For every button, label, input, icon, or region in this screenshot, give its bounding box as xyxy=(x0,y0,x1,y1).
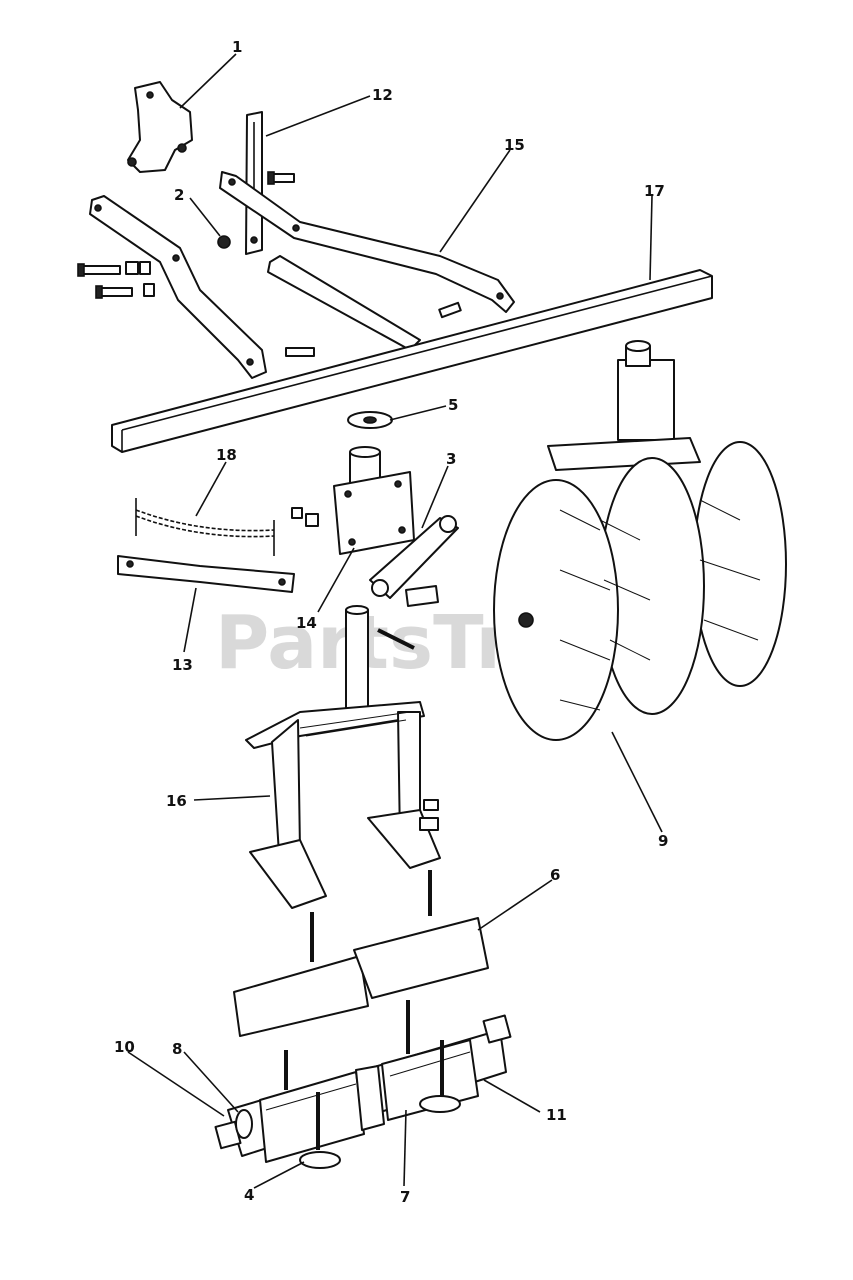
right-end-nut[interactable] xyxy=(482,1014,512,1044)
callout-9: 9 xyxy=(658,832,668,850)
callout-8: 8 xyxy=(172,1040,182,1058)
callout-10: 10 xyxy=(114,1038,135,1056)
part-18-chain[interactable] xyxy=(135,498,275,556)
part-2-nut[interactable] xyxy=(217,235,231,249)
part-11-toolbar[interactable] xyxy=(227,1000,507,1169)
part-1-bracket[interactable] xyxy=(127,81,193,173)
callout-1: 1 xyxy=(232,38,242,56)
part-8-washer[interactable] xyxy=(235,1109,253,1139)
callout-11: 11 xyxy=(546,1106,567,1124)
callout-18: 18 xyxy=(216,446,237,464)
part-strut-lower[interactable] xyxy=(267,255,421,351)
leader-lines xyxy=(127,53,663,1189)
nuts-mid[interactable] xyxy=(291,507,319,527)
part-9-disc-gang[interactable] xyxy=(493,340,787,741)
callout-6: 6 xyxy=(550,866,560,884)
callout-17: 17 xyxy=(644,182,665,200)
part-15-brace[interactable] xyxy=(219,171,515,313)
callout-13: 13 xyxy=(172,656,193,674)
callout-3: 3 xyxy=(446,450,456,468)
part-5-washer[interactable] xyxy=(347,411,393,429)
callout-4: 4 xyxy=(244,1186,254,1204)
part-6-shoe[interactable] xyxy=(233,917,489,1037)
bolts-center[interactable] xyxy=(285,301,462,357)
part-brace-left[interactable] xyxy=(89,195,267,379)
part-14-mount-plate[interactable] xyxy=(333,446,415,555)
callout-2: 2 xyxy=(174,186,184,204)
callout-5: 5 xyxy=(448,396,458,414)
part-12-strap[interactable] xyxy=(245,111,263,255)
bolts-left[interactable] xyxy=(77,261,155,299)
callout-12: 12 xyxy=(372,86,393,104)
pin[interactable] xyxy=(377,628,415,650)
part-13-bar[interactable] xyxy=(117,555,295,593)
callout-15: 15 xyxy=(504,136,525,154)
bolt-upper[interactable] xyxy=(267,171,295,185)
frame-bolts[interactable] xyxy=(310,799,439,962)
part-3-arm[interactable] xyxy=(369,515,459,607)
part-17-main-bar[interactable] xyxy=(111,269,713,453)
callout-16: 16 xyxy=(166,792,187,810)
callout-14: 14 xyxy=(296,614,317,632)
callout-7: 7 xyxy=(400,1188,410,1206)
